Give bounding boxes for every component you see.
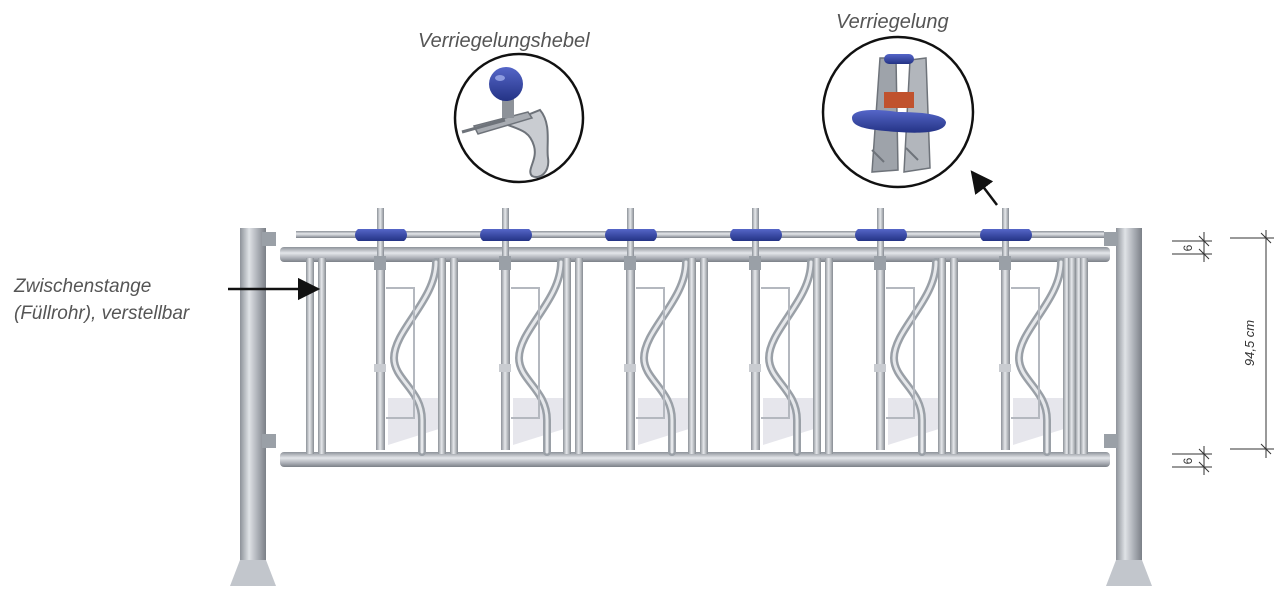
- pin-bracket: [374, 256, 386, 270]
- swing-bar: [1001, 258, 1010, 450]
- lock-handle: [730, 229, 782, 241]
- dim-height: 94,5 cm: [1242, 320, 1257, 366]
- lock-handle: [605, 229, 657, 241]
- swing-bar: [376, 258, 385, 450]
- locking-lever-label: Verriegelungshebel: [418, 30, 590, 52]
- feeding-bay-5: [855, 208, 958, 456]
- neck-bar-highlight: [1017, 260, 1063, 454]
- end-bars-left: [306, 258, 326, 454]
- gate-shadow: [1013, 398, 1067, 445]
- partition-bar: [813, 258, 821, 454]
- end-bars-right: [1068, 258, 1088, 454]
- upper-tube: [280, 247, 1110, 262]
- gate-shadow: [513, 398, 567, 445]
- partition-bar: [438, 258, 446, 454]
- gate-shadow: [763, 398, 817, 445]
- middle-clamp: [749, 364, 761, 372]
- middle-clamp: [499, 364, 511, 372]
- partition-bar: [825, 258, 833, 454]
- feeding-bay-4: [730, 208, 833, 456]
- partition-bar: [575, 258, 583, 454]
- middle-clamp: [999, 364, 1011, 372]
- partition-bar: [563, 258, 571, 454]
- lock-handle: [480, 229, 532, 241]
- floor-shadows: [388, 398, 1067, 445]
- middle-clamp: [374, 364, 386, 372]
- locking-label: Verriegelung: [836, 11, 949, 33]
- locking-arrow: [970, 170, 998, 206]
- dim-bottom-tube: 6: [1181, 457, 1195, 464]
- intermediate-bar-label: Zwischenstange (Füllrohr), verstellbar: [14, 273, 189, 327]
- neck-bar-highlight: [517, 260, 563, 454]
- pin-bracket: [624, 256, 636, 270]
- neck-bar-highlight: [642, 260, 688, 454]
- neck-bar-highlight: [767, 260, 813, 454]
- swing-bar: [626, 258, 635, 450]
- partition-bar: [1075, 258, 1083, 454]
- partition-bar: [950, 258, 958, 454]
- partition-bar: [688, 258, 696, 454]
- lower-tube: [280, 452, 1110, 467]
- middle-clamp: [624, 364, 636, 372]
- guide-plate: [886, 287, 915, 419]
- guide-plate: [511, 287, 540, 419]
- dimension-markers: [1172, 230, 1274, 475]
- lock-handle: [980, 229, 1032, 241]
- guide-plate: [636, 287, 665, 419]
- swing-bar: [501, 258, 510, 450]
- pin-bracket: [749, 256, 761, 270]
- partition-bar: [700, 258, 708, 454]
- intermediate-bar-label-line2: (Füllrohr), verstellbar: [14, 303, 190, 324]
- guide-plate: [761, 287, 790, 419]
- locking-rod: [296, 231, 1104, 238]
- partition-bar: [1063, 258, 1071, 454]
- lock-handle: [855, 229, 907, 241]
- partition-bar: [450, 258, 458, 454]
- intermediate-bar-label-line1: Zwischenstange: [14, 276, 152, 297]
- gate-shadow: [888, 398, 942, 445]
- pin-bracket: [874, 256, 886, 270]
- guide-plate: [386, 287, 415, 419]
- feeding-bay-6: [980, 208, 1083, 456]
- swing-bar: [751, 258, 760, 450]
- middle-clamp: [874, 364, 886, 372]
- pin-bracket: [999, 256, 1011, 270]
- guide-plate: [1011, 287, 1040, 419]
- lock-handle: [355, 229, 407, 241]
- feeding-bays: [355, 208, 1083, 456]
- feeding-bay-3: [605, 208, 708, 456]
- pin-bracket: [499, 256, 511, 270]
- locking-detail-icon: [821, 35, 975, 189]
- feeding-bay-2: [480, 208, 583, 456]
- locking-lever-detail-icon: [453, 52, 585, 184]
- swing-bar: [876, 258, 885, 450]
- neck-bar-highlight: [892, 260, 938, 454]
- right-post: [1104, 228, 1152, 586]
- left-post: [230, 228, 276, 586]
- partition-bar: [938, 258, 946, 454]
- feeding-bay-1: [355, 208, 458, 456]
- gate-shadow: [388, 398, 442, 445]
- neck-bar-highlight: [392, 260, 438, 454]
- dim-top-tube: 6: [1181, 244, 1195, 251]
- gate-shadow: [638, 398, 692, 445]
